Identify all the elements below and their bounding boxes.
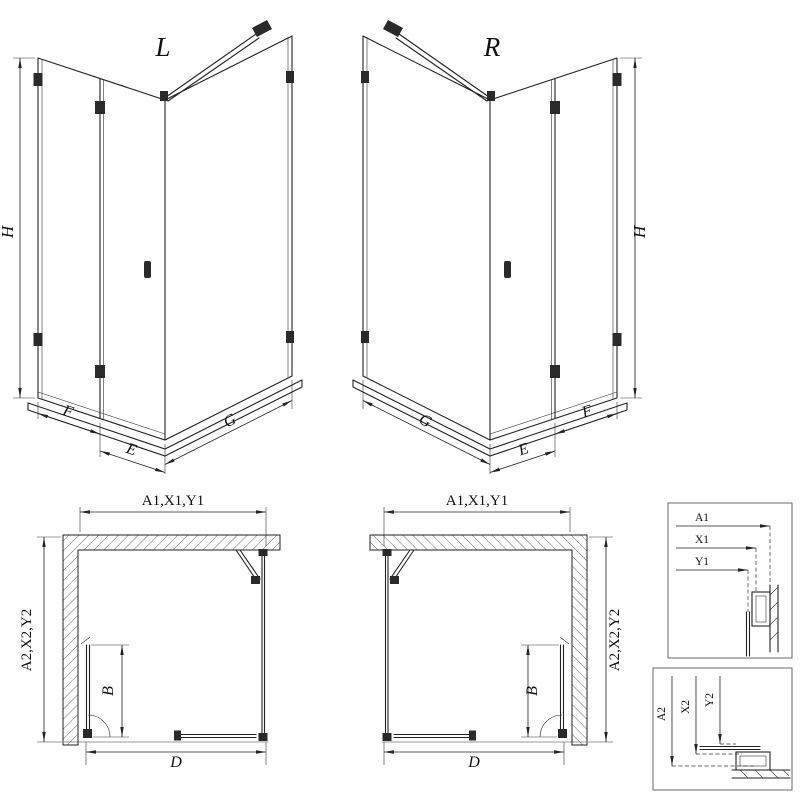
detail-label-y1: Y1 [695,556,709,568]
iso-left-view: L H F E G [0,20,302,474]
wall-profile-section [745,584,779,657]
variant-label-right: R [483,32,501,62]
detail-label-x2: X2 [680,700,692,714]
detail-label-y2: Y2 [704,693,716,707]
width-label: A1,X1,Y1 [446,493,509,509]
door-width-label: E [515,440,531,460]
fixed-width-label: F [579,402,595,422]
entry-width-label: B [524,686,541,696]
height-label: H [0,224,17,239]
detail-label-a2: A2 [656,707,668,721]
detail-frame [667,502,793,659]
detail-label-x1: X1 [695,534,709,546]
plan-right-view: A1,X1,Y1 A2,X2,Y2 B D [370,493,623,771]
fixed-width-label: F [60,402,76,422]
detail-width-view: A1 X1 Y1 [667,502,793,659]
variant-label-left: L [154,32,170,62]
depth-label: A2,X2,Y2 [19,609,35,672]
entry-width-label: B [100,686,117,696]
height-label: H [630,224,649,239]
door-width-label: E [123,440,139,460]
depth-label: A2,X2,Y2 [607,609,623,672]
door-wall-label: D [467,754,480,771]
floor-profile-section [699,745,791,779]
detail-depth-view: A2 X2 Y2 [652,667,793,791]
width-label: A1,X1,Y1 [142,493,205,509]
iso-right-view: R H F E G [353,20,649,474]
plan-left-view: A1,X1,Y1 A2,X2,Y2 B D [19,493,280,771]
detail-frame [652,667,793,791]
door-wall-label: D [169,754,182,771]
detail-label-a1: A1 [695,512,709,524]
